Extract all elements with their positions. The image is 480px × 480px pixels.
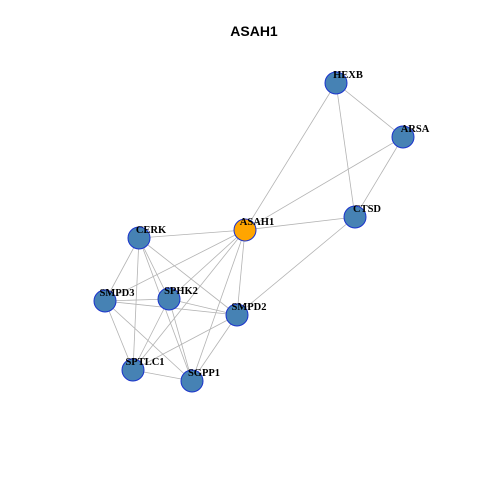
node-label-smpd2: SMPD2 bbox=[232, 302, 267, 313]
edge-asah1-sgpp1 bbox=[191, 229, 246, 382]
edge-arsa-ctsd bbox=[354, 136, 404, 218]
node-label-smpd3: SMPD3 bbox=[100, 288, 135, 299]
edge-hexb-arsa bbox=[335, 82, 404, 138]
node-label-sphk2: SPHK2 bbox=[164, 286, 198, 297]
node-label-cerk: CERK bbox=[136, 225, 167, 236]
edge-asah1-cerk bbox=[138, 229, 246, 239]
labels-layer: ASAH1 HEXB ARSA CTSD CERK SMPD3 SPHK2SMPD2SPTL… bbox=[100, 70, 430, 379]
node-ctsd bbox=[343, 205, 367, 229]
node-label-hexb: HEXB bbox=[333, 70, 363, 81]
edge-sphk2-smpd2 bbox=[168, 298, 238, 316]
node-arsa bbox=[391, 125, 415, 149]
node-label-asah1: ASAH1 bbox=[240, 217, 274, 228]
edge-smpd3-sgpp1 bbox=[104, 300, 193, 382]
node-sphk2 bbox=[157, 287, 181, 311]
edge-asah1-smpd3 bbox=[104, 229, 246, 302]
edge-asah1-ctsd bbox=[244, 216, 356, 231]
edge-hexb-ctsd bbox=[335, 82, 356, 218]
edge-asah1-smpd2 bbox=[236, 229, 246, 316]
edge-asah1-arsa bbox=[244, 136, 404, 231]
node-sptlc1 bbox=[121, 358, 145, 382]
node-hexb bbox=[324, 71, 348, 95]
node-label-sptlc1: SPTLC1 bbox=[125, 357, 164, 368]
edge-cerk-smpd3 bbox=[104, 237, 140, 302]
edge-asah1-sptlc1 bbox=[132, 229, 246, 371]
node-asah1 bbox=[233, 218, 257, 242]
nodes-layer bbox=[93, 71, 415, 393]
edge-smpd2-sptlc1 bbox=[132, 314, 238, 371]
edge-sphk2-sgpp1 bbox=[168, 298, 193, 382]
node-label-sgpp1: SGPP1 bbox=[188, 368, 220, 379]
node-cerk bbox=[127, 226, 151, 250]
edge-asah1-sphk2 bbox=[168, 229, 246, 300]
node-label-ctsd: CTSD bbox=[353, 204, 381, 215]
node-label-arsa: ARSA bbox=[401, 124, 430, 135]
node-smpd2 bbox=[225, 303, 249, 327]
edge-smpd3-sptlc1 bbox=[104, 300, 134, 371]
node-sgpp1 bbox=[180, 369, 204, 393]
edge-smpd2-sgpp1 bbox=[191, 314, 238, 382]
graph-title: ASAH1 bbox=[230, 23, 278, 39]
edge-ctsd-smpd2 bbox=[236, 216, 356, 316]
edge-sphk2-sptlc1 bbox=[132, 298, 170, 371]
edge-asah1-hexb bbox=[244, 82, 337, 231]
node-smpd3 bbox=[93, 289, 117, 313]
edge-cerk-smpd2 bbox=[138, 237, 238, 316]
